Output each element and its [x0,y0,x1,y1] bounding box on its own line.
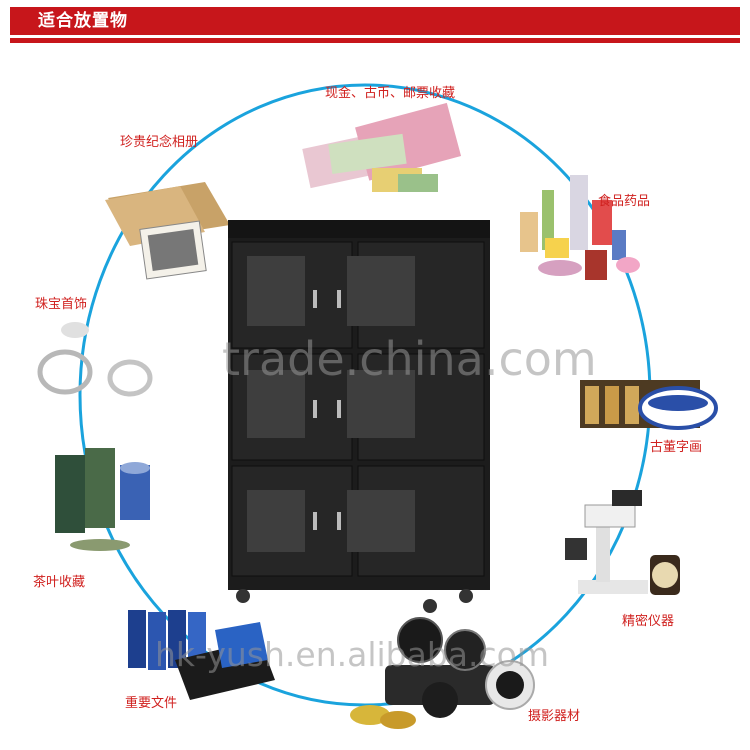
label-food-medicine: 食品药品 [598,194,651,209]
label-precision-instruments: 精密仪器 [622,614,675,629]
camera-equipment-image [350,617,535,729]
label-antiques-calligraphy: 古董字画 [650,440,703,455]
label-photo-album: 珍贵纪念相册 [120,135,199,150]
header-underline [10,38,740,43]
header-banner [10,7,740,35]
label-jewelry: 珠宝首饰 [35,297,88,312]
label-important-documents: 重要文件 [125,696,178,711]
currency-stamps-image [302,102,462,192]
antiques-image [580,380,718,430]
watermark-center: trade.china.com [222,332,597,386]
dry-cabinet-image [228,220,490,613]
food-medicine-image [520,175,640,280]
photo-album-image [105,182,230,280]
label-cash-coins-stamps: 现金、古币、邮票收藏 [325,86,456,101]
header-title: 适合放置物 [38,11,128,31]
documents-image [128,610,275,700]
precision-instruments-image [565,490,680,595]
watermark-bottom: hk-yush.en.alibaba.com [155,635,549,674]
label-photography-equipment: 摄影器材 [528,709,581,724]
tea-canisters-image [55,448,150,551]
jewelry-image [37,322,153,397]
label-tea-collection: 茶叶收藏 [33,575,86,590]
